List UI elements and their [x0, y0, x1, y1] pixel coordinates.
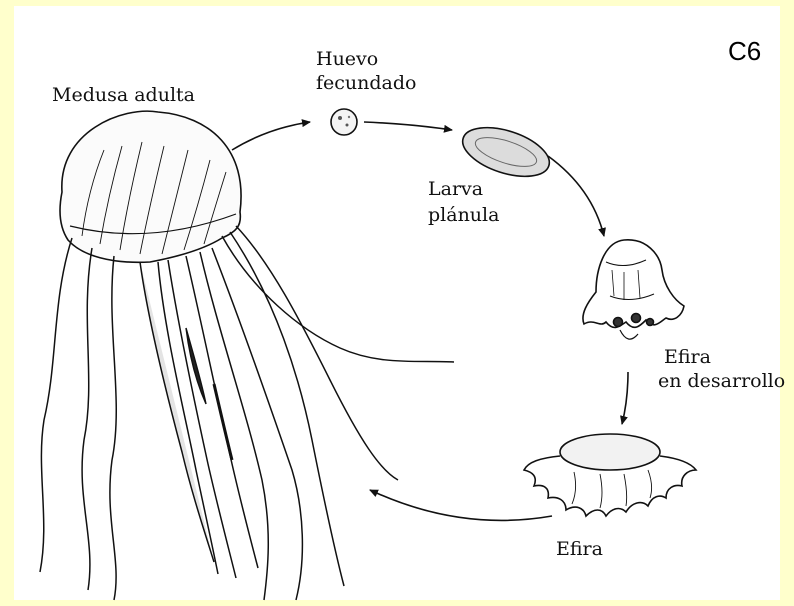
- arrow-dev-to-ephyra: [622, 372, 628, 424]
- adult-medusa-illustration: [40, 111, 454, 600]
- label-larva-line1: Larva: [428, 178, 483, 200]
- label-ephyra: Efira: [556, 538, 603, 560]
- arrow-ephyra-to-adult: [370, 490, 552, 520]
- label-larva-line2: plánula: [428, 204, 499, 226]
- developing-ephyra-illustration: [583, 240, 684, 339]
- ephyra-illustration: [524, 434, 696, 516]
- label-egg-line1: Huevo: [316, 48, 378, 70]
- slide-code: C6: [728, 36, 761, 67]
- label-adult-medusa: Medusa adulta: [52, 84, 195, 106]
- larva-illustration: [457, 118, 556, 186]
- arrow-larva-to-polyp: [548, 156, 604, 236]
- arrow-egg-to-larva: [364, 122, 452, 130]
- arrow-adult-to-egg: [232, 122, 310, 150]
- label-developing-ephyra-line2: en desarrollo: [658, 370, 785, 392]
- egg-illustration: [331, 109, 357, 135]
- label-egg-line2: fecundado: [316, 72, 416, 94]
- label-developing-ephyra-line1: Efira: [664, 346, 711, 368]
